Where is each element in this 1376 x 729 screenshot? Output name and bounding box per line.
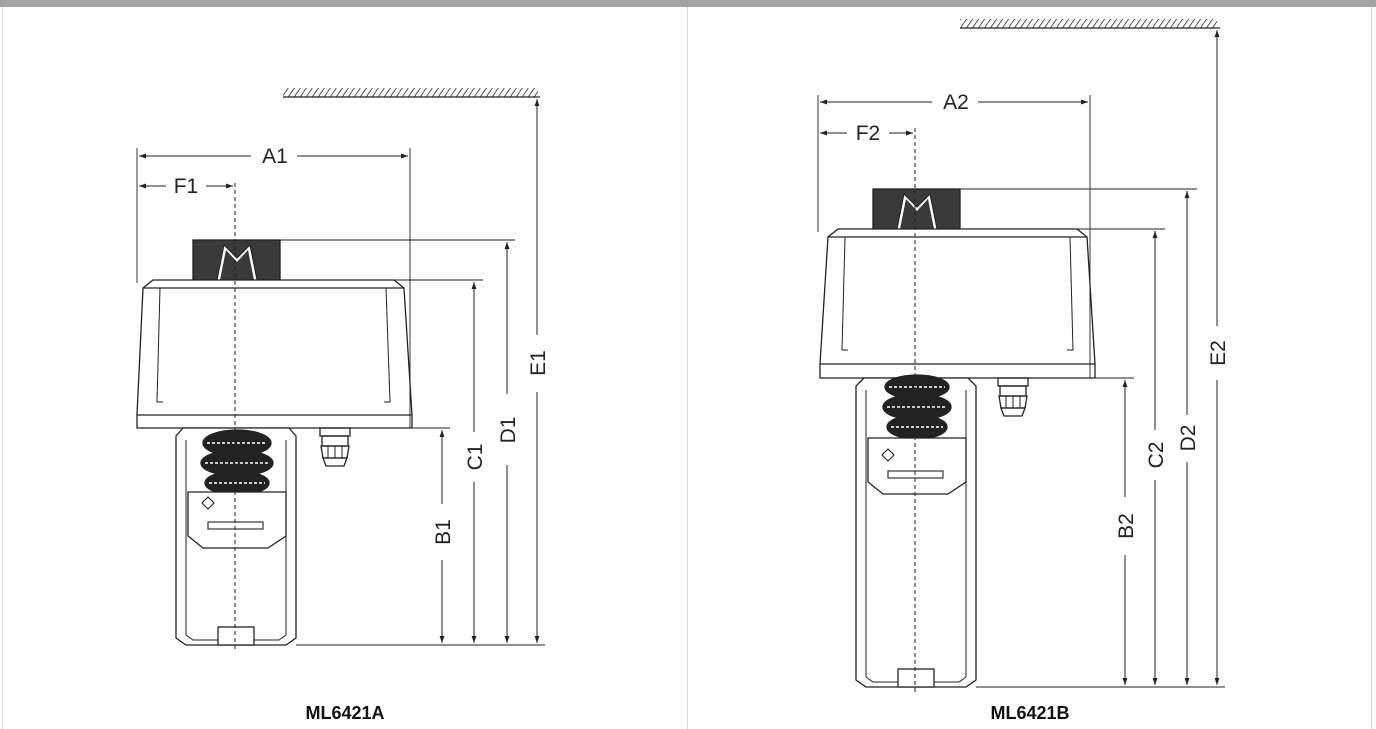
dim-label-f1: F1 [174,175,199,198]
cable-gland [319,427,351,467]
dim-label-e2: E2 [1207,340,1230,366]
dim-label-d1: D1 [497,417,520,444]
dim-label-b2: B2 [1115,513,1138,539]
dim-label-a1: A1 [262,145,288,168]
extension-lines [136,148,545,646]
dim-label-d2: D2 [1177,425,1200,452]
dim-label-f2: F2 [856,122,881,145]
dimension-lines [139,99,540,643]
cable-gland [997,377,1029,417]
position-indicator [867,437,967,495]
top-rule [0,0,1376,7]
ceiling-hatch [960,19,1220,29]
extension-lines [817,95,1225,688]
actuator-ml6421b: A2 F2 B2 C2 D2 E2 [817,19,1230,695]
panel-ml6421b [687,7,1372,729]
ceiling-hatch [283,88,540,98]
dimension-lines [820,30,1220,685]
dim-label-b1: B1 [432,519,455,545]
position-indicator [187,491,287,549]
bellows [882,374,952,440]
dim-label-c1: C1 [464,444,487,471]
dim-label-a2: A2 [943,91,969,114]
actuator-housing [819,228,1096,379]
dim-label-e1: E1 [527,350,550,376]
actuator-housing [136,279,413,429]
actuator-ml6421a: A1 F1 B1 C1 D1 E1 [136,88,550,652]
dim-label-c2: C2 [1145,442,1168,469]
bellows [200,429,274,496]
caption-ml6421b: ML6421B [990,703,1070,723]
caption-ml6421a: ML6421A [305,703,385,723]
